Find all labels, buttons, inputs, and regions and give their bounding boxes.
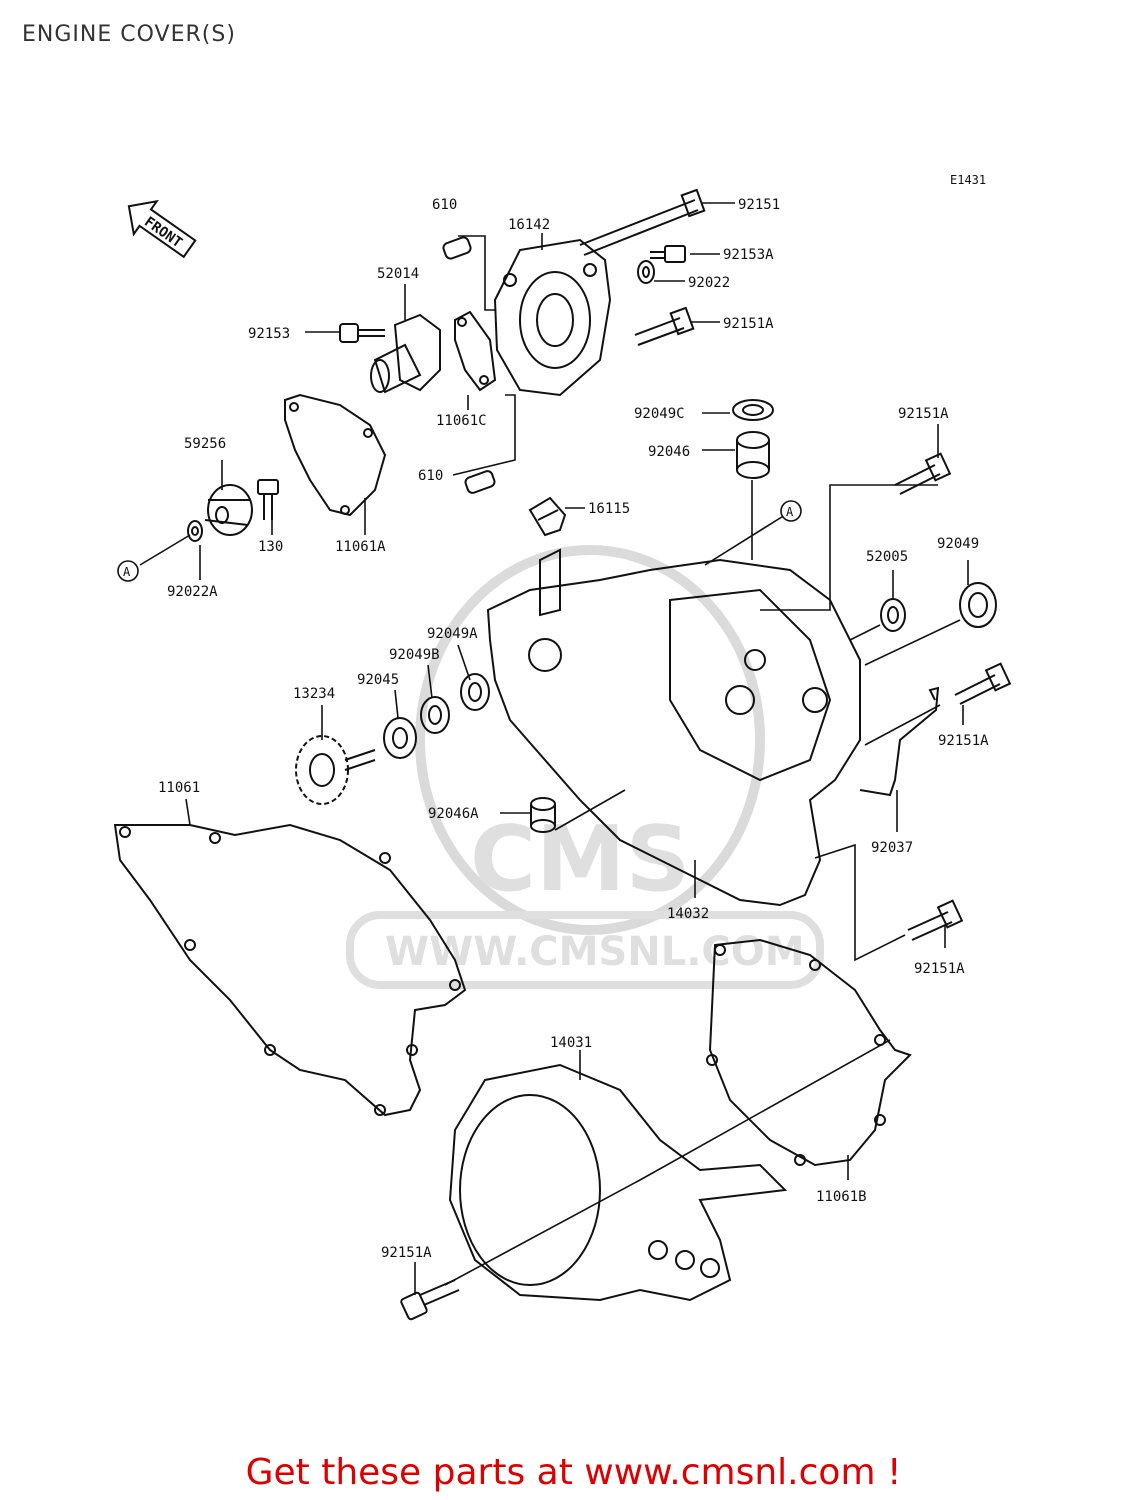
- washer-92022a-icon: [187, 520, 203, 542]
- front-arrow-icon: FRONT: [127, 199, 197, 259]
- figure-code: E1431: [950, 173, 986, 187]
- part-label[interactable]: 130: [258, 539, 283, 555]
- part-label[interactable]: 11061: [158, 780, 200, 796]
- part-label[interactable]: 92046: [648, 444, 690, 460]
- bolt-92151a-right-upper-icon: [894, 452, 952, 495]
- gasket-11061c-icon: [454, 310, 497, 392]
- part-label[interactable]: 92153: [248, 326, 290, 342]
- washer-92022-icon: [637, 260, 655, 284]
- part-label[interactable]: 92153A: [723, 247, 774, 263]
- clamp-92037-icon: [859, 686, 940, 797]
- ref-marker-a-left: A: [117, 560, 139, 582]
- seal-92049b-icon: [420, 696, 450, 734]
- bolt-92151a-top-icon: [634, 306, 695, 346]
- part-label[interactable]: 92022A: [167, 584, 218, 600]
- watermark-brand: CMS: [470, 807, 690, 912]
- part-label[interactable]: 14031: [550, 1035, 592, 1051]
- part-label[interactable]: 11061A: [335, 539, 386, 555]
- gear-13234-icon: [295, 735, 376, 805]
- part-label[interactable]: 92049: [937, 536, 979, 552]
- bolt-92151-icon: [579, 188, 706, 256]
- impeller-59256-icon: [204, 484, 253, 536]
- bolt-92153-icon: [339, 323, 385, 343]
- bolt-92151a-lower-left-icon: [400, 1279, 460, 1321]
- bolt-92153a-icon: [650, 245, 686, 263]
- part-label[interactable]: 610: [432, 197, 457, 213]
- ref-marker-a-right: A: [780, 500, 802, 522]
- part-label[interactable]: 92151A: [381, 1245, 432, 1261]
- part-label[interactable]: 92022: [688, 275, 730, 291]
- oil-seal-92049c-icon: [732, 399, 774, 421]
- magneto-cover-14031-icon: [448, 1063, 788, 1302]
- part-label[interactable]: 92151A: [914, 961, 965, 977]
- part-label[interactable]: 92049A: [427, 626, 478, 642]
- bolt-92151a-right-lower-icon: [907, 899, 964, 941]
- ref-marker-a-right-label: A: [786, 505, 794, 519]
- part-label[interactable]: 610: [418, 468, 443, 484]
- exploded-parts-diagram: CMS WWW.CMSNL.COM E1431 FRONT: [113, 173, 1012, 1321]
- dowel-pin-lower-icon: [464, 470, 496, 494]
- part-label[interactable]: 92049C: [634, 406, 685, 422]
- part-label[interactable]: 92151A: [938, 733, 989, 749]
- gasket-11061-icon: [113, 823, 467, 1117]
- bolt-92151a-right-middle-icon: [954, 662, 1012, 705]
- bearing-92046-icon: [736, 431, 770, 479]
- part-label[interactable]: 92049B: [389, 647, 440, 663]
- pipe-52014-icon: [370, 313, 441, 394]
- seal-92049a-icon: [460, 673, 490, 711]
- dowel-pin-upper-icon: [442, 236, 472, 260]
- bearing-52005-icon: [880, 598, 906, 632]
- bearing-92045-icon: [383, 717, 417, 759]
- part-label[interactable]: 11061B: [816, 1189, 867, 1205]
- fitting-16115-icon: [528, 496, 567, 537]
- water-pump-cover-icon: [493, 238, 612, 397]
- part-label[interactable]: 59256: [184, 436, 226, 452]
- page-title: ENGINE COVER(S): [22, 22, 236, 47]
- ref-marker-a-left-label: A: [123, 565, 131, 579]
- part-label[interactable]: 16115: [588, 501, 630, 517]
- bearing-92046a-icon: [530, 797, 556, 833]
- part-label[interactable]: 52005: [866, 549, 908, 565]
- part-label[interactable]: 16142: [508, 217, 550, 233]
- part-label[interactable]: 92046A: [428, 806, 479, 822]
- part-label[interactable]: 92151A: [898, 406, 949, 422]
- part-label[interactable]: 92045: [357, 672, 399, 688]
- footer-cta-link[interactable]: Get these parts at www.cmsnl.com !: [245, 1452, 902, 1493]
- part-label[interactable]: 11061C: [436, 413, 487, 429]
- watermark: CMS WWW.CMSNL.COM: [346, 545, 824, 989]
- part-label[interactable]: 92037: [871, 840, 913, 856]
- leader-lines: [139, 202, 969, 1295]
- seal-92049-icon: [959, 582, 997, 628]
- part-label[interactable]: 52014: [377, 266, 419, 282]
- part-labels: 610 16142 92151 92153A 92022 52014 92153…: [158, 197, 989, 1261]
- part-label[interactable]: 14032: [667, 906, 709, 922]
- clutch-cover-14032-icon: [486, 548, 861, 907]
- part-label[interactable]: 92151A: [723, 316, 774, 332]
- part-label[interactable]: 13234: [293, 686, 335, 702]
- watermark-url: WWW.CMSNL.COM: [385, 929, 805, 975]
- bolt-130-icon: [257, 479, 279, 520]
- part-label[interactable]: 92151: [738, 197, 780, 213]
- gasket-11061a-icon: [284, 393, 387, 517]
